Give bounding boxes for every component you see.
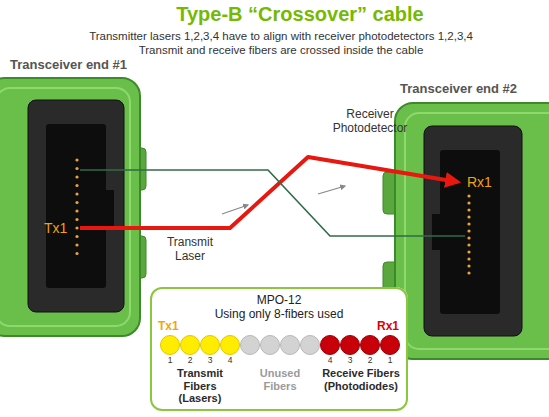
fiber-number: 2	[183, 356, 197, 366]
title: Type-B “Crossover” cable	[100, 3, 500, 26]
fiber-group-label: Unused Fibers	[254, 367, 306, 392]
fiber-dot	[467, 243, 470, 246]
fiber-group-label: Receive Fibers (Photodiodes)	[320, 367, 402, 392]
fiber-group-label: Transmit Fibers (Lasers)	[165, 367, 235, 405]
fiber-circle	[161, 336, 180, 355]
line-label: Transmit Laser	[158, 236, 222, 264]
fiber-circle	[361, 336, 380, 355]
fiber-dot	[467, 222, 470, 225]
fiber-circle	[181, 336, 200, 355]
fiber-dot	[467, 271, 470, 274]
fiber-circle	[341, 336, 360, 355]
fiber-circle	[321, 336, 340, 355]
channel-label: Rx1	[467, 174, 492, 190]
fiber-dot	[75, 235, 78, 238]
fiber-number: 1	[383, 356, 397, 366]
channel-label: Tx1	[44, 220, 67, 236]
fiber-number: 3	[203, 356, 217, 366]
fiber-number: 4	[323, 356, 337, 366]
fiber-dot	[75, 201, 78, 204]
fiber-dot	[467, 201, 470, 204]
fiber-circle	[281, 336, 300, 355]
transceiver-end: Transceiver end #1 Tx1	[0, 58, 150, 338]
channel-label: Tx1	[158, 320, 179, 334]
fiber-dot	[75, 192, 78, 195]
fiber-circle	[241, 336, 260, 355]
fiber-dot	[75, 167, 78, 170]
transceiver-end: Transceiver end #2 Rx1	[395, 82, 549, 358]
fiber-dot	[75, 226, 78, 229]
subtitle: Transmitter lasers 1,2,3,4 have to align…	[16, 30, 546, 43]
direction-arrow	[318, 186, 345, 194]
legend-ground	[150, 287, 408, 411]
fiber-number: 1	[163, 356, 177, 366]
channel-label: Rx1	[377, 320, 399, 334]
fiber-number: 2	[363, 356, 377, 366]
fiber-dot	[75, 175, 78, 178]
fiber-dot	[467, 264, 470, 267]
fiber-circle	[301, 336, 320, 355]
fiber-circle	[201, 336, 220, 355]
fiber-dot	[75, 209, 78, 212]
fiber-note: Using only 8-fibers used	[152, 308, 406, 322]
fiber-number: 4	[223, 356, 237, 366]
fiber-dot	[75, 243, 78, 246]
fiber-dot	[75, 158, 78, 161]
fiber-dot	[75, 218, 78, 221]
fiber-dot	[75, 184, 78, 187]
fiber-dot	[75, 252, 78, 255]
fiber-dot	[467, 194, 470, 197]
end-heading: Transceiver end #2	[400, 82, 517, 97]
subtitle: Transmit and receive fibers are crossed …	[16, 44, 546, 57]
fiber-dot	[467, 208, 470, 211]
fiber-circle	[261, 336, 280, 355]
end-heading: Transceiver end #1	[10, 58, 127, 73]
fiber-dot	[467, 229, 470, 232]
transmit-fiber	[80, 157, 458, 228]
fiber-number: 3	[343, 356, 357, 366]
connector-type: MPO-12	[152, 294, 406, 308]
fiber-dot	[467, 250, 470, 253]
line-label: Receiver Photodetector	[324, 108, 416, 136]
fiber-circle	[381, 336, 400, 355]
receive-fiber	[80, 170, 465, 236]
fiber-dot	[467, 215, 470, 218]
fiber-dot	[467, 236, 470, 239]
left-connector	[0, 78, 146, 336]
fiber-circle	[221, 336, 240, 355]
fiber-dot	[467, 257, 470, 260]
fiber-circles	[161, 336, 400, 355]
